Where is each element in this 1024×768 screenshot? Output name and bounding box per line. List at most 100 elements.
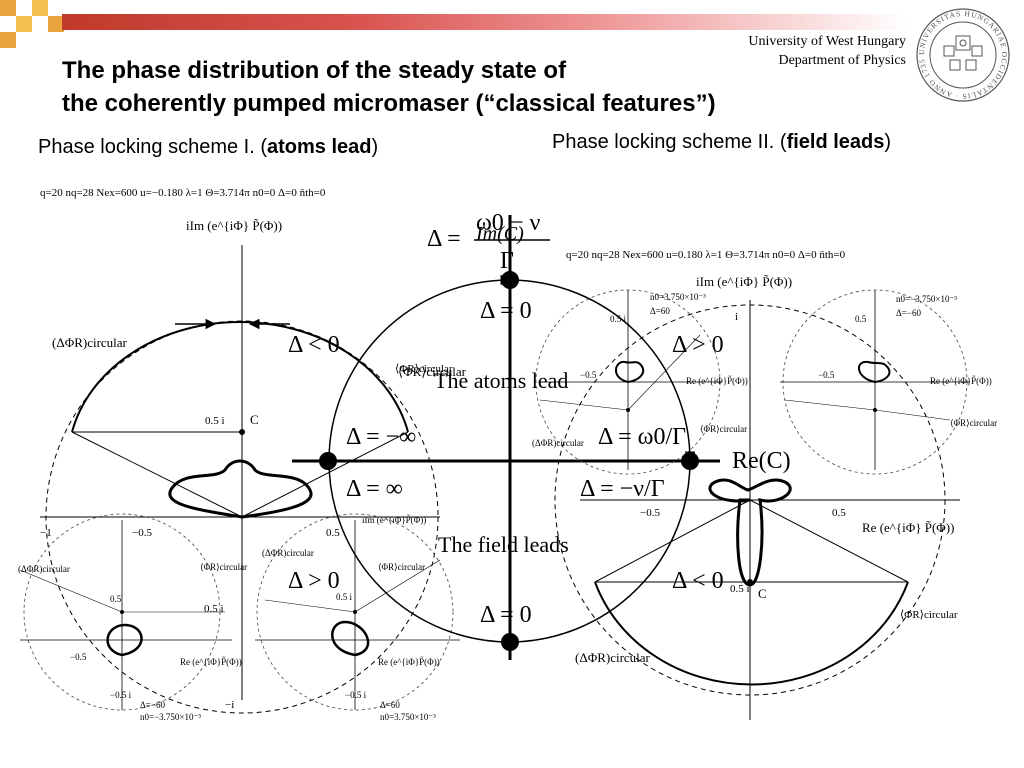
small-rb-ray-2 [874,409,951,421]
small-rb-delta: Δ=−60 [896,308,921,318]
center-re-axis-label: Re(C) [732,448,791,474]
small-ra-phi-circ: ⟨ΦR⟩circular [700,424,747,434]
center-delta-omega-gamma: Δ = ω0/Γ [598,424,686,450]
corner-block-4 [48,16,64,32]
center-dot-left [319,452,337,470]
scheme-1-prefix: Phase locking scheme I. ( [38,136,267,158]
small-left-n0: n0=−3.750×10⁻³ [140,712,201,722]
center-delta-minus-nu-gamma: Δ = −ν/Γ [580,476,665,502]
right-arc [594,581,909,686]
corner-block-2 [32,0,48,16]
small-ra-curve [615,360,645,384]
small-rb-curve [858,360,891,384]
small-left-phi-circ: ⟨ΦR⟩circular [200,562,247,572]
small-left-c-point [120,610,124,614]
small-center-curve [331,620,370,657]
right-c-label: C [758,586,767,601]
left-delta-phi: (ΔΦR)circular [52,335,128,350]
left-plot: q=20 nq=28 Nex=600 u=−0.180 λ=1 Θ=3.714π… [40,187,453,714]
small-left-neg-i: −i [225,699,234,711]
scheme-2-heading: Phase locking scheme II. (field leads) [552,131,891,154]
small-center-phi-circ: ⟨ΦR⟩circular [378,562,425,572]
center-delta-plus-inf: Δ = ∞ [346,476,403,502]
right-half-i: 0.5 i [730,583,750,595]
scheme-1-bold: atoms lead [267,136,372,158]
center-delta-pos: Δ > 0 [672,332,724,358]
corner-block-3 [16,16,32,32]
small-plot-right-a: n0=3.750×10⁻³ Δ=60 0.5 i −0.5 Re (e^{iΦ}… [532,289,748,475]
left-tick-m1: −1 [40,527,52,539]
small-ra-ray-1 [539,399,629,411]
small-rb-tick-m05: −0.5 [818,370,835,380]
center-arc-left [328,274,512,643]
scheme-1-heading: Phase locking scheme I. (atoms lead) [38,136,378,159]
center-delta-neg-right: Δ < 0 [672,568,724,594]
small-center-delta: Δ=60 [380,700,400,710]
small-center-circle [256,513,454,711]
small-plot-center: (ΔΦR)circular iIm (e^{iΦ}P̃(Φ)) ⟨ΦR⟩circ… [255,513,460,722]
small-left-half-i: 0.5 [110,594,122,604]
small-rb-half-i: 0.5 [855,314,867,324]
small-ra-delta: Δ=60 [650,306,670,316]
right-ray-1 [594,499,751,583]
small-left-i: 0.5 i [204,603,224,615]
small-ra-ray-2 [627,334,701,411]
corner-block-1 [0,0,16,16]
small-ra-delta-phi: (ΔΦR)circular [532,438,584,448]
scheme-1-suffix: ) [371,136,379,158]
small-left-curve [106,623,143,657]
left-arc [71,321,409,433]
small-center-c-point [353,610,357,614]
right-ray-2 [749,499,909,583]
left-c-point [239,429,245,435]
left-ray-1 [71,431,243,518]
small-rb-i: i [735,311,738,323]
scheme-2-bold: field leads [786,131,885,153]
small-center-ray-1 [264,599,356,613]
small-rb-re-label: Re (e^{iΦ}P̃(Φ)) [930,376,992,386]
small-ra-c-point [626,408,630,412]
corner-block-5 [0,32,16,48]
center-delta-pos-left: Δ > 0 [288,568,340,594]
scheme-2-prefix: Phase locking scheme II. ( [552,131,787,153]
left-half-i: 0.5 i [205,415,225,427]
small-left-re-label: Re (e^{iΦ}P̃(Φ)) [180,657,242,667]
left-im-label: iIm (e^{iΦ} P̃(Φ)) [186,218,282,233]
left-phi-circ: ⟨ΦR⟩circular [395,363,453,375]
left-phase-curve [168,459,313,519]
header-banner [62,14,908,30]
small-left-tick-m05: −0.5 [70,652,87,662]
small-rb-n0: n0=−3.750×10⁻³ [896,294,957,304]
small-ra-re-label: Re (e^{iΦ}P̃(Φ)) [686,376,748,386]
left-c-label: C [250,412,259,427]
right-delta-phi: (ΔΦR)circular [575,650,651,665]
right-plot: q=20 nq=28 Nex=600 u=0.180 λ=1 Θ=3.714π … [554,249,960,720]
center-omega0: ω0 [476,210,504,236]
left-tick-05: 0.5 [326,527,340,539]
right-re-label: Re (e^{iΦ} P̃(Φ)) [862,520,954,535]
affiliation: University of West Hungary Department of… [748,32,906,70]
small-left-ray-1 [19,569,123,613]
small-rb-c-point [873,408,877,412]
small-center-ray-2 [354,559,441,613]
right-phi-circ: ⟨ΦR⟩circular [900,609,958,621]
small-plot-left: (ΔΦR)circular ⟨ΦR⟩circular 0.5 0.5 i −0.… [18,513,247,722]
right-tick-05: 0.5 [832,507,846,519]
right-im-label: iIm (e^{iΦ} P̃(Φ)) [696,274,792,289]
center-delta-minus-inf: Δ = −∞ [346,424,416,450]
small-center-re-label: Re (e^{iΦ}P̃(Φ)) [378,657,440,667]
small-left-delta-phi: (ΔΦR)circular [18,564,70,574]
center-delta0-top: Δ = 0 [480,298,532,324]
right-tick-m05: −0.5 [640,507,660,519]
small-center-neg-half-i: −0.5 i [345,690,367,700]
left-tick-m05: −0.5 [132,527,152,539]
center-field-leads: The field leads [438,532,569,557]
small-ra-tick-m05: −0.5 [580,370,597,380]
small-center-half-i: 0.5 i [336,592,353,602]
small-rb-phi-circ: ⟨ΦR⟩circular [950,418,997,428]
small-center-delta-phi: (ΔΦR)circular [262,548,314,558]
title-line-2: the coherently pumped micromaser (“class… [62,90,716,117]
left-ray-2 [241,431,409,518]
center-im-axis-label: Im(C) [475,223,524,245]
